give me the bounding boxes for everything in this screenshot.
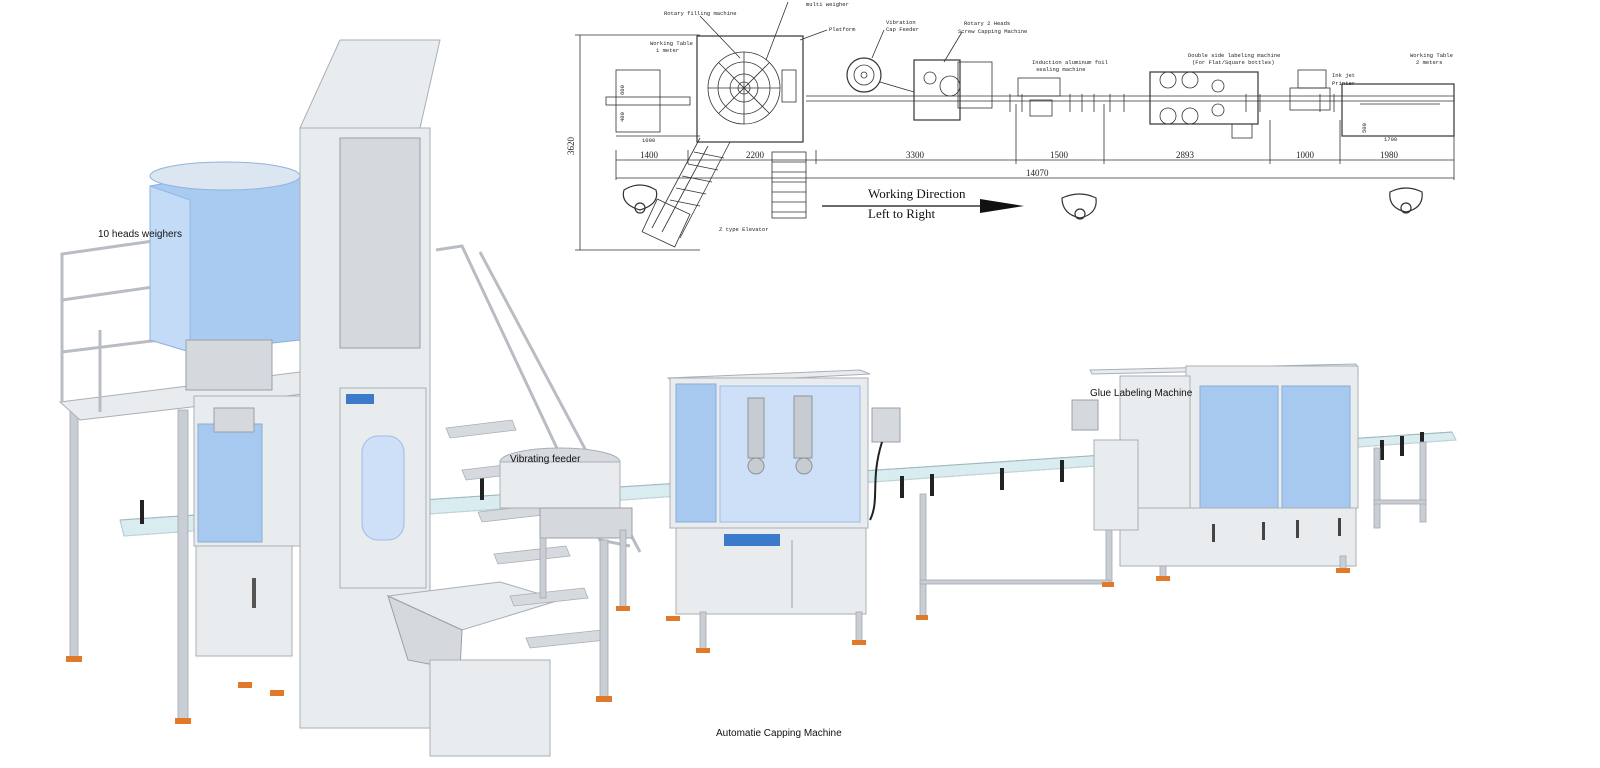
rotary-filling-block bbox=[696, 35, 804, 143]
dim-overall-height: 3620 bbox=[566, 137, 576, 156]
label-multi-weigher: multi weigher bbox=[806, 1, 849, 8]
conveyor-plan-hatches bbox=[1009, 94, 1335, 112]
screw-capping-plan bbox=[913, 59, 961, 121]
weigher-hmi-screen bbox=[213, 407, 255, 433]
dim-overall-width: 14070 bbox=[1026, 168, 1049, 178]
dim-seg-2: 2200 bbox=[746, 150, 765, 160]
direction-subtitle: Left to Right bbox=[868, 206, 936, 221]
label-working-table-1-line2: 1 meter bbox=[656, 47, 679, 54]
label-cap-feeder-line2: Cap Feeder bbox=[886, 26, 919, 33]
label-labeling: Glue Labeling Machine bbox=[1090, 388, 1193, 399]
dim-seg-3: 3300 bbox=[906, 150, 925, 160]
operator-symbol-2 bbox=[1061, 193, 1097, 220]
cap-feeder-plan bbox=[846, 57, 882, 93]
label-working-table-2-line2: 2 meters bbox=[1416, 59, 1442, 66]
operator-symbol-1 bbox=[622, 184, 658, 214]
label-weigher: 10 heads weighers bbox=[98, 229, 182, 240]
capping-control-panel bbox=[871, 407, 901, 443]
label-cap-feeder-line1: Vibration bbox=[886, 19, 916, 26]
working-table-1 bbox=[615, 69, 661, 133]
label-capping: Automatie Capping Machine bbox=[716, 728, 842, 739]
label-screw-capping-line1: Rotary 2 Heads bbox=[964, 20, 1010, 27]
vibrating-feeder: Vibrating feeder bbox=[499, 447, 633, 611]
labeling-machine: Glue Labeling Machine bbox=[1071, 363, 1359, 581]
capping-machine: Automatie Capping Machine bbox=[666, 369, 901, 739]
label-labeler-line2: (For Flat/Square bottles) bbox=[1192, 59, 1275, 66]
label-induction-line2: sealing machine bbox=[1036, 66, 1086, 73]
ink-jet-plan bbox=[1297, 69, 1327, 89]
label-working-table-2-line1: Working Table bbox=[1410, 52, 1453, 59]
dim-table-v2: 400 bbox=[619, 112, 626, 122]
label-z-elevator: Z type Elevator bbox=[719, 226, 769, 233]
dim-end-table-w: 1700 bbox=[1384, 136, 1397, 143]
dim-end-table-h: 500 bbox=[1361, 123, 1368, 133]
induction-sealer-plan bbox=[1017, 77, 1061, 97]
working-table-2 bbox=[1341, 83, 1455, 137]
dim-table-inner: 1000 bbox=[642, 137, 655, 144]
double-labeler-plan bbox=[1149, 71, 1259, 139]
dim-table-v1: 600 bbox=[619, 85, 626, 95]
label-ink-jet-line1: Ink jet bbox=[1332, 72, 1355, 79]
label-labeler-line1: Double side labeling machine bbox=[1188, 52, 1280, 59]
label-induction-line1: Induction aluminum foil bbox=[1032, 59, 1108, 66]
operator-symbol-3 bbox=[1389, 187, 1423, 214]
labeler-hmi-screen bbox=[1071, 399, 1099, 431]
label-feeder: Vibrating feeder bbox=[510, 454, 581, 465]
layout-plan: 3620 Working Table 1 meter 600 400 1000 … bbox=[566, 1, 1455, 251]
dim-seg-6: 1000 bbox=[1296, 150, 1315, 160]
label-platform: Platform bbox=[829, 26, 856, 33]
z-elevator-plan: Z type Elevator bbox=[641, 137, 769, 248]
weigher-station: 10 heads weighers bbox=[58, 39, 642, 757]
label-screw-capping-line2: Screw Capping Machine bbox=[958, 28, 1027, 35]
label-working-table-1-line1: Working Table bbox=[650, 40, 693, 47]
dim-seg-1: 1400 bbox=[640, 150, 659, 160]
label-rotary-filling: Rotary filling machine bbox=[664, 10, 737, 17]
direction-title: Working Direction bbox=[868, 186, 966, 201]
dim-seg-7: 1980 bbox=[1380, 150, 1399, 160]
dim-seg-5: 2893 bbox=[1176, 150, 1195, 160]
dim-seg-4: 1500 bbox=[1050, 150, 1069, 160]
